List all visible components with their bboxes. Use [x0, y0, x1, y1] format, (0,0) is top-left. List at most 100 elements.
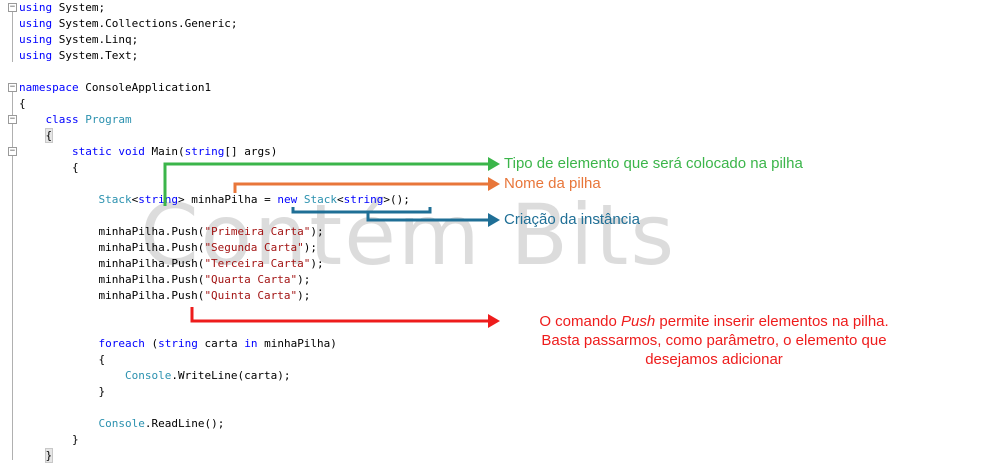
code-token: System; [52, 1, 106, 14]
annotation-push-line-3: desejamos adicionar [645, 351, 783, 368]
code-line[interactable]: } [19, 384, 410, 400]
keyword-token: new [277, 193, 298, 206]
code-line[interactable]: class Program [19, 112, 410, 128]
keyword-token: string [158, 337, 198, 350]
red-arrowhead [488, 314, 500, 328]
annotation-stack-name: Nome da pilha [504, 175, 601, 192]
code-line[interactable]: minhaPilha.Push("Terceira Carta"); [19, 256, 410, 272]
keyword-token: in [244, 337, 258, 350]
code-token: minhaPilha.Push( [19, 257, 205, 270]
orange-arrowhead [488, 177, 500, 191]
annotation-push-command: O comando Push permite inserir elementos… [500, 312, 928, 369]
code-token: } [19, 385, 106, 398]
outline-line [12, 156, 13, 460]
blue-bracket [291, 207, 432, 214]
code-line[interactable]: Stack<string> minhaPilha = new Stack<str… [19, 192, 410, 208]
code-line[interactable]: { [19, 352, 410, 368]
code-token: ); [303, 241, 318, 254]
string-token: "Primeira Carta" [204, 225, 311, 238]
code-token: minhaPilha.Push( [19, 289, 205, 302]
code-token: > minhaPilha = [177, 193, 278, 206]
code-token: .ReadLine(); [144, 417, 225, 430]
code-token: carta [197, 337, 245, 350]
code-line[interactable]: static void Main(string[] args) [19, 144, 410, 160]
code-line[interactable]: using System.Text; [19, 48, 410, 64]
keyword-token: using [19, 49, 53, 62]
annotation-push-line-1: O comando Push permite inserir elementos… [539, 313, 889, 330]
code-line[interactable]: { [19, 96, 410, 112]
annotation-element-type: Tipo de elemento que será colocado na pi… [504, 155, 803, 172]
code-line[interactable]: using System.Linq; [19, 32, 410, 48]
code-token: minhaPilha.Push( [19, 225, 205, 238]
code-token: ); [310, 257, 324, 270]
code-token: minhaPilha.Push( [19, 241, 205, 254]
keyword-token: foreach [98, 337, 145, 350]
type-token: Console [98, 417, 145, 430]
code-line[interactable]: namespace ConsoleApplication1 [19, 80, 410, 96]
code-line[interactable]: minhaPilha.Push("Segunda Carta"); [19, 240, 410, 256]
code-line[interactable]: } [19, 432, 410, 448]
outline-line [12, 124, 13, 148]
collapse-method-icon[interactable]: − [8, 146, 17, 156]
green-arrow-line [163, 162, 490, 206]
code-token: ( [144, 337, 159, 350]
code-token: < [131, 193, 139, 206]
keyword-token: string [184, 145, 225, 158]
keyword-token: using [19, 17, 53, 30]
code-line[interactable]: minhaPilha.Push("Primeira Carta"); [19, 224, 410, 240]
keyword-token: static [71, 145, 112, 158]
keyword-token: string [343, 193, 384, 206]
orange-arrow-line [233, 182, 490, 193]
string-token: "Quinta Carta" [204, 289, 298, 302]
collapse-using-icon[interactable]: − [8, 2, 17, 12]
keyword-token: class [45, 113, 79, 126]
keyword-token: string [138, 193, 178, 206]
string-token: "Segunda Carta" [204, 241, 304, 254]
outline-line [12, 92, 13, 116]
annotation-instance-creation: Criação da instância [504, 211, 640, 228]
outline-line [12, 12, 13, 62]
code-token: minhaPilha.Push( [19, 273, 205, 286]
code-token: ); [297, 289, 311, 302]
code-token: { [19, 97, 26, 110]
code-token: [] args) [224, 145, 278, 158]
code-token: System.Text; [52, 49, 139, 62]
code-line[interactable]: { [19, 160, 410, 176]
code-token: System.Linq; [52, 33, 139, 46]
red-arrow-line [190, 307, 490, 323]
code-token: { [19, 353, 106, 366]
code-line[interactable]: minhaPilha.Push("Quinta Carta"); [19, 288, 410, 304]
code-line[interactable]: Console.WriteLine(carta); [19, 368, 410, 384]
code-token: ); [310, 225, 324, 238]
code-editor[interactable]: using System;using System.Collections.Ge… [19, 0, 410, 464]
code-line[interactable]: minhaPilha.Push("Quarta Carta"); [19, 272, 410, 288]
code-token: { [19, 161, 79, 174]
collapse-namespace-icon[interactable]: − [8, 82, 17, 92]
type-token: Stack [303, 193, 337, 206]
code-line[interactable]: foreach (string carta in minhaPilha) [19, 336, 410, 352]
code-token: ConsoleApplication1 [78, 81, 212, 94]
keyword-token: void [118, 145, 145, 158]
code-token: } [19, 433, 79, 446]
string-token: "Quarta Carta" [204, 273, 298, 286]
code-line[interactable]: Console.ReadLine(); [19, 416, 410, 432]
code-line[interactable]: using System; [19, 0, 410, 16]
code-line[interactable]: { [19, 128, 410, 144]
type-token: Stack [98, 193, 132, 206]
code-token: .WriteLine(carta); [171, 369, 291, 382]
keyword-token: using [19, 1, 53, 14]
code-token: minhaPilha) [257, 337, 337, 350]
keyword-token: namespace [19, 81, 79, 94]
code-token: >(); [383, 193, 410, 206]
code-token: < [336, 193, 344, 206]
code-token: System.Collections.Generic; [52, 17, 238, 30]
code-token: { [44, 128, 54, 143]
code-line[interactable]: using System.Collections.Generic; [19, 16, 410, 32]
type-token: Program [85, 113, 132, 126]
keyword-token: using [19, 33, 53, 46]
code-line[interactable]: } [19, 448, 410, 464]
type-token: Console [124, 369, 172, 382]
code-token: ); [297, 273, 311, 286]
collapse-class-icon[interactable]: − [8, 114, 17, 124]
